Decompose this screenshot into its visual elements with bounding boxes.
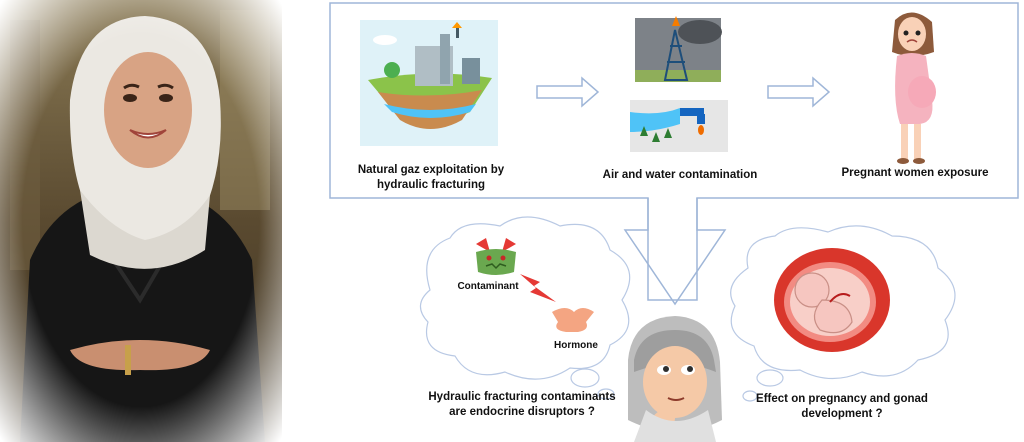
contaminant-icon	[476, 238, 516, 275]
step-label-extraction: Natural gaz exploitation by hydraulic fr…	[357, 164, 505, 191]
thinking-woman-avatar	[628, 316, 722, 442]
water-faucet-icon	[630, 100, 728, 152]
hormone-label: Hormone	[554, 340, 598, 351]
down-arrow	[623, 198, 727, 306]
pregnancy-question: Effect on pregnancy and gonad developmen…	[756, 393, 928, 420]
step-label-exposure: Pregnant women exposure	[841, 167, 989, 179]
step-label-contamination: Air and water contamination	[602, 169, 758, 181]
portrait-photo	[0, 0, 282, 442]
pregnant-woman-icon	[892, 12, 936, 164]
oil-derrick-icon	[635, 16, 722, 82]
fetus-in-uterus-icon	[774, 248, 890, 352]
disruptors-question: Hydraulic fracturing contaminants are en…	[428, 391, 616, 418]
process-frame	[329, 2, 1019, 301]
arrow-right-2	[767, 76, 831, 108]
fracking-island-icon	[360, 20, 498, 146]
thought-cloud-left	[419, 216, 631, 380]
diagram-canvas	[329, 2, 1019, 442]
hormone-icon	[552, 308, 594, 332]
contaminant-label: Contaminant	[457, 281, 519, 292]
lightning-icon	[520, 274, 556, 302]
arrow-right-1	[536, 76, 600, 108]
